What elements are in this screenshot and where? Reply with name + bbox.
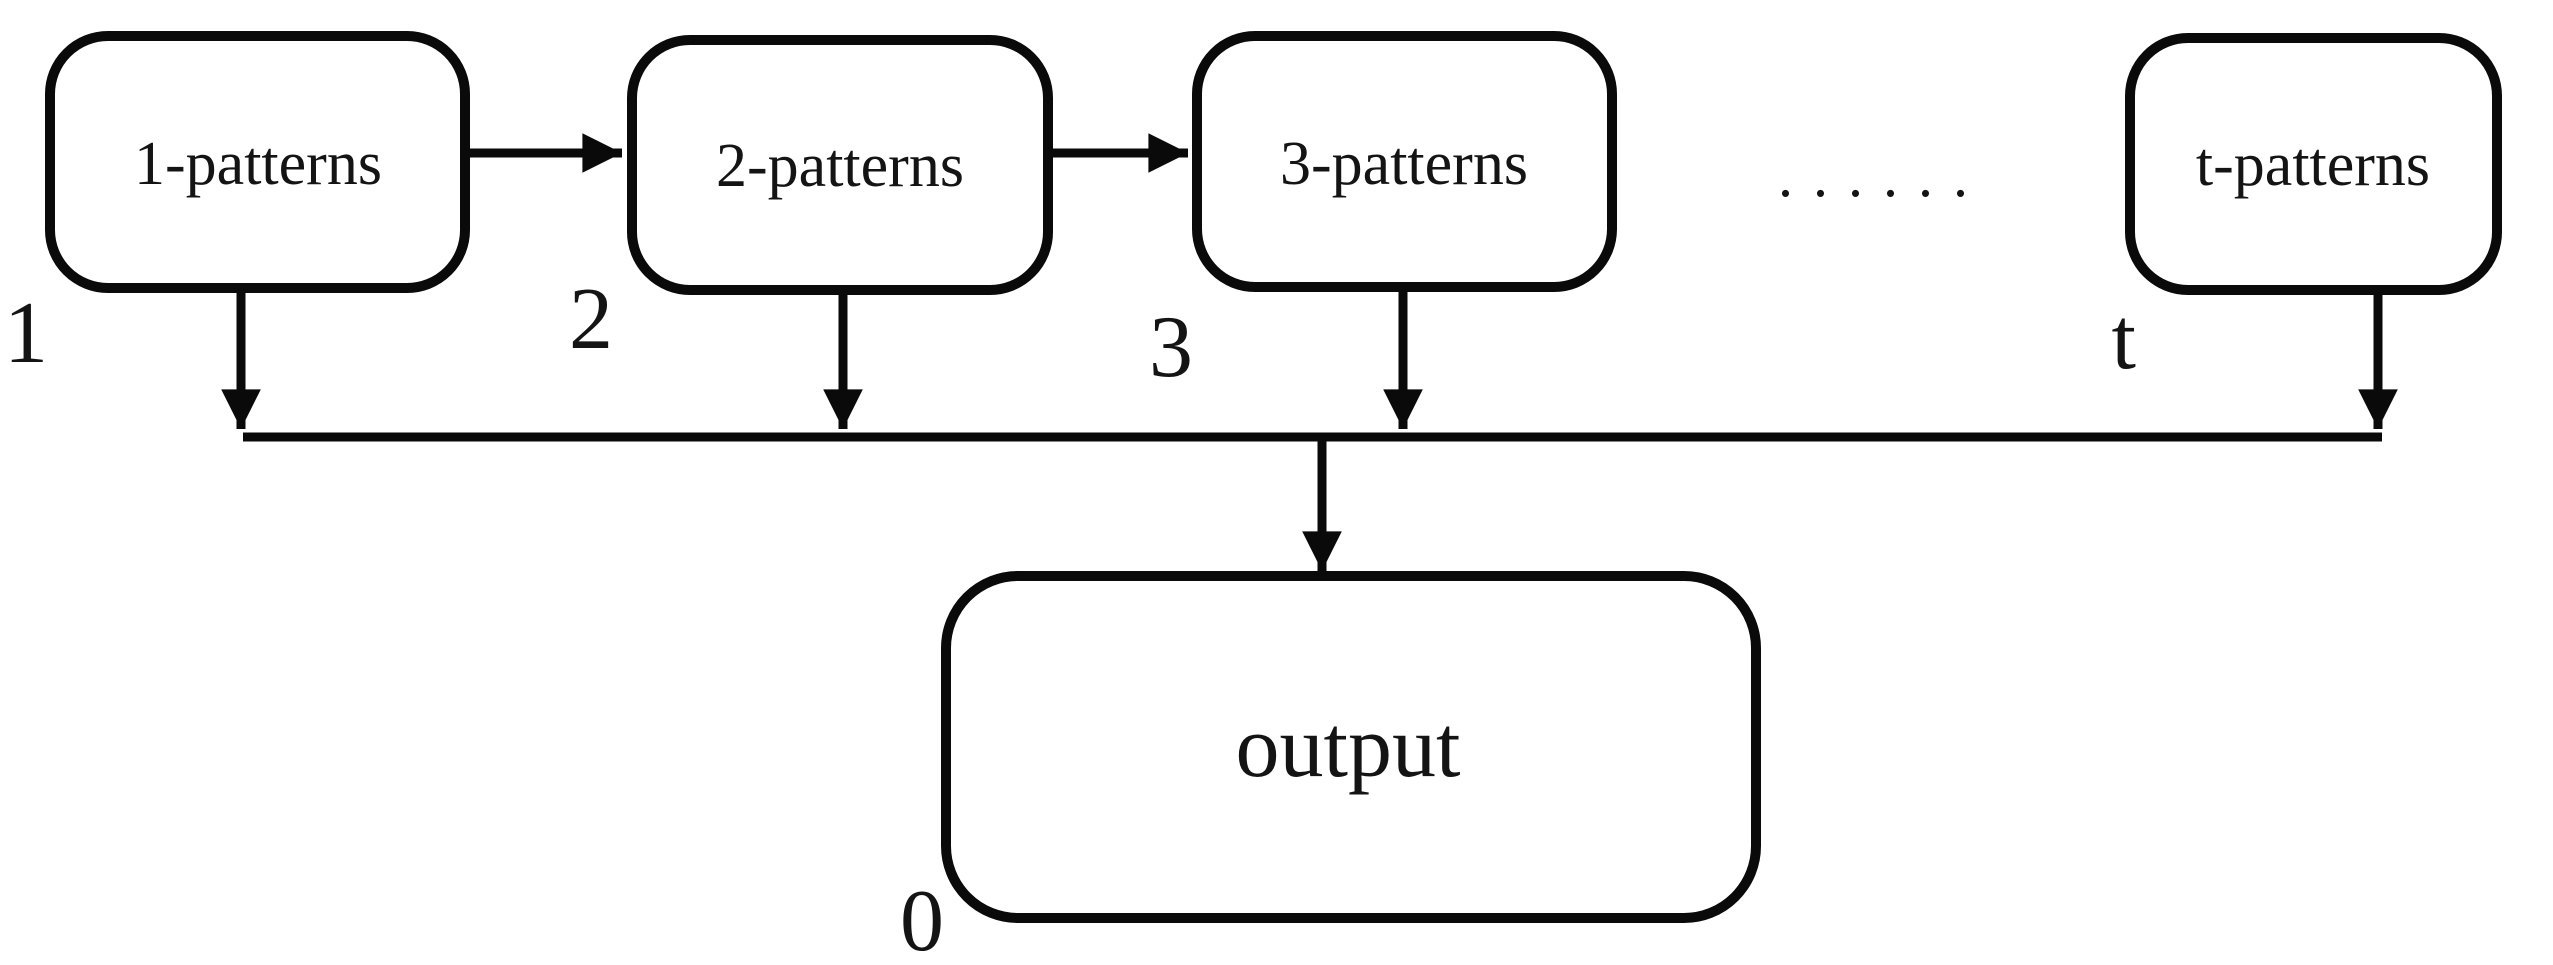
output-box-index: 0 [900,873,944,965]
pattern-box-1-index: 1 [4,285,48,382]
pattern-box-2-label: 2-patterns [716,132,964,200]
pattern-box-2-index: 2 [569,271,613,368]
pattern-box-3-index: 3 [1149,299,1193,396]
pattern-box-1 [45,31,470,293]
output-box [941,571,1761,923]
pattern-box-t-label: t-patterns [2196,131,2430,199]
pattern-box-3-label: 3-patterns [1280,130,1528,198]
pattern-box-1-label: 1-patterns [134,130,382,198]
pattern-box-t [2125,33,2502,295]
ellipsis-dots: ...... [1778,143,1988,209]
pattern-box-t-index: t [2112,291,2136,388]
output-box-label: output [1236,699,1461,796]
